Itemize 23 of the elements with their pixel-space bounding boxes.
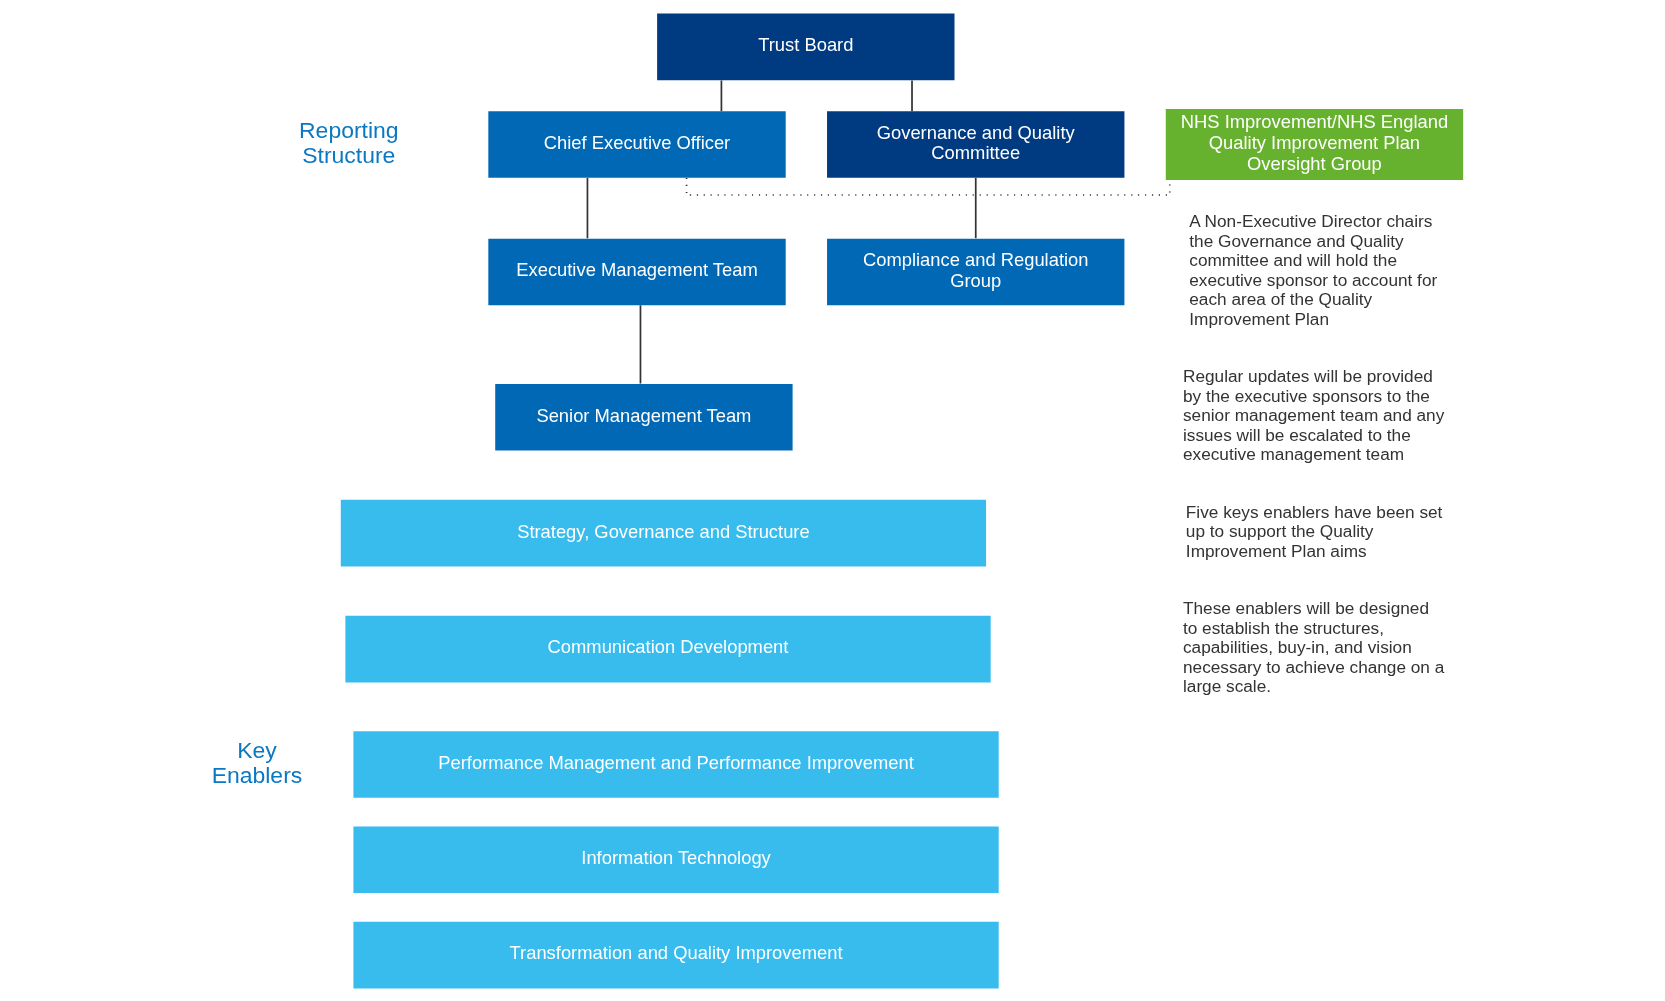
label: Key Enablers — [211, 736, 303, 788]
connector — [974, 176, 977, 239]
node-box: Compliance and Regulation Group — [827, 238, 1125, 305]
connector — [639, 303, 642, 384]
node-box: Performance Management and Performance Improvement — [353, 730, 999, 798]
label: Five keys enablers have been set up to support the Quality Improvement Plan aims — [1185, 501, 1443, 561]
label: Reporting Structure — [299, 116, 399, 168]
node-box: Strategy, Governance and Structure — [340, 499, 987, 566]
label: A Non-Executive Director chairs the Governance and Quality committee and will hold the executive sponsor to account for each area of the Quality Improvement Plan — [1189, 210, 1438, 329]
connector — [720, 79, 723, 112]
connector — [586, 176, 589, 239]
label: These enablers will be designed to establish the structures, capabilities, buy-in, and vision necessary to achieve change on a large scale. — [1182, 597, 1445, 696]
node-box: Governance and Quality Committee — [827, 110, 1125, 178]
node-box: Chief Executive Officer — [488, 110, 786, 178]
node-box: Trust Board — [657, 13, 955, 80]
connector — [911, 79, 913, 112]
label: Regular updates will be provided by the executive sponsors to the senior management team and any issues will be escalated to the executive management team — [1182, 365, 1445, 464]
node-box: Information Technology — [353, 826, 999, 893]
node-box: Executive Management Team — [488, 238, 786, 305]
node-box: Transformation and Quality Improvement — [353, 921, 999, 988]
node-box: NHS Improvement/NHS England Quality Improvement Plan Oversight Group — [1165, 108, 1464, 180]
node-box: Senior Management Team — [495, 383, 793, 450]
node-box: Communication Development — [345, 615, 991, 682]
